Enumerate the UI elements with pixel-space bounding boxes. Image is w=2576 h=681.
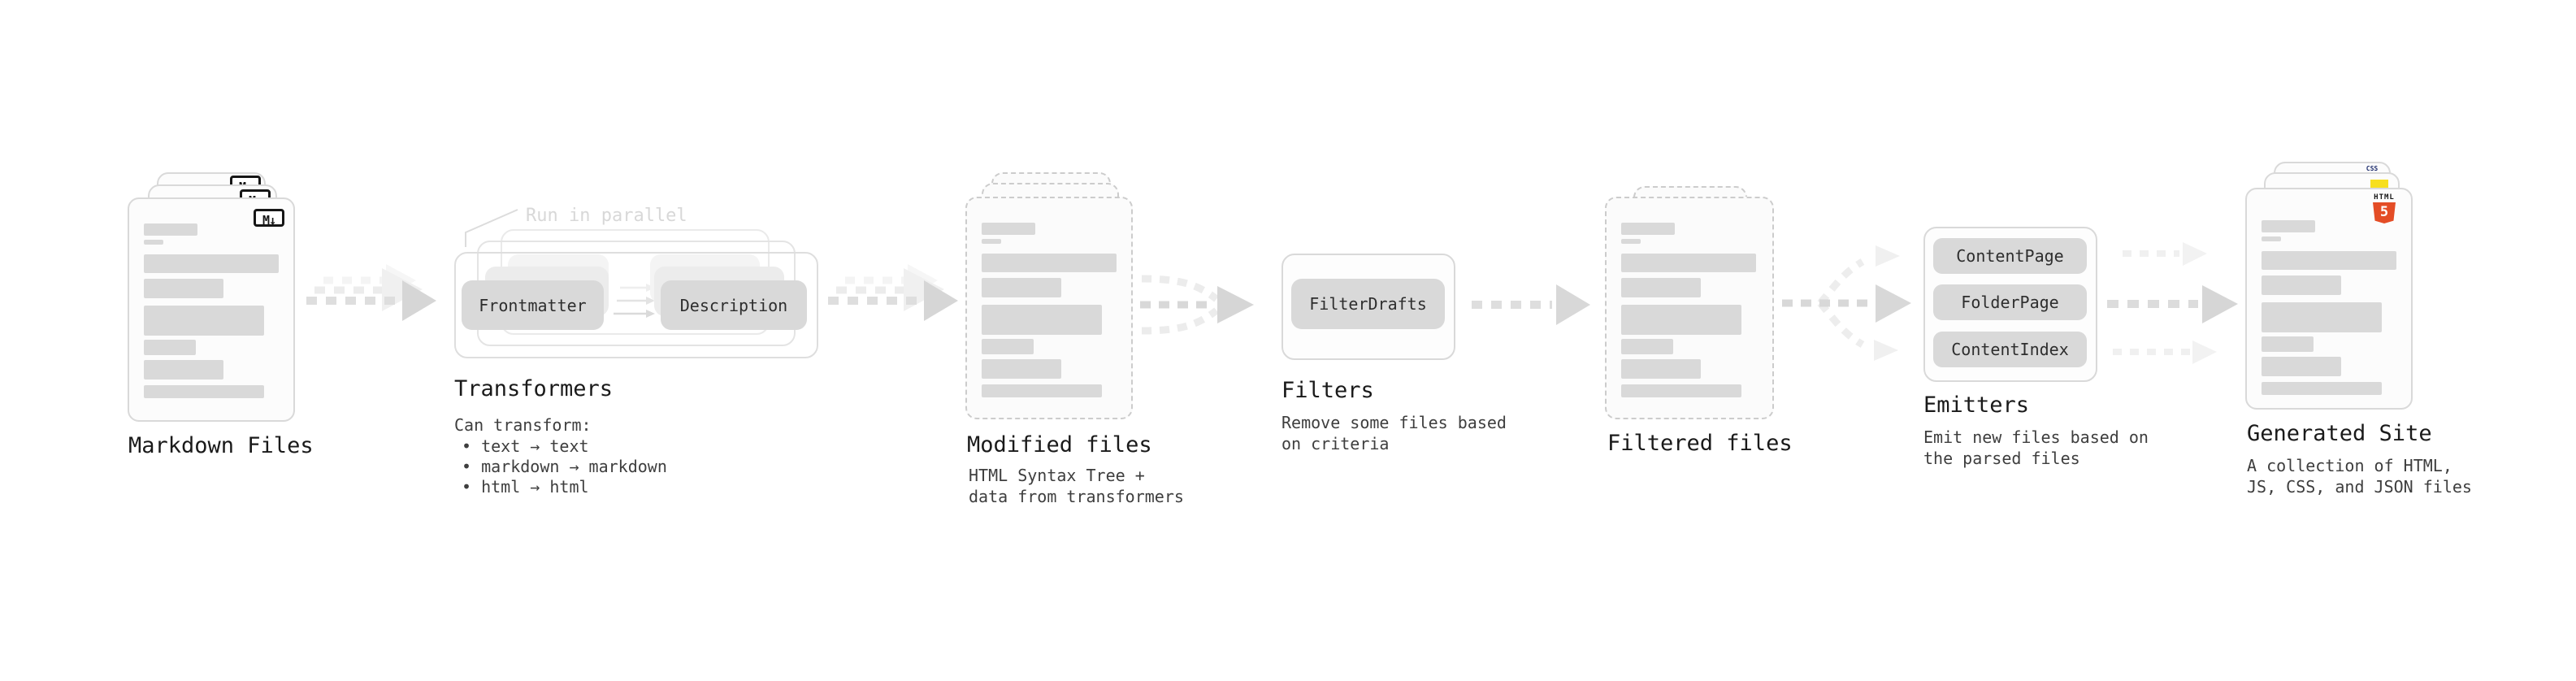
stage-description-line: the parsed files (1923, 449, 2080, 468)
stage-description-line: Emit new files based on (1923, 427, 2149, 447)
document-placeholder-lines (982, 223, 1117, 397)
stage-description: Remove some files based on criteria (1281, 412, 1507, 454)
stage-label: Markdown Files (128, 433, 314, 458)
stage-label: Generated Site (2247, 421, 2432, 446)
file-card (1605, 197, 1774, 419)
stage-label: Emitters (1923, 393, 2030, 418)
stage-label: Filters (1281, 378, 1374, 403)
bullet-line: • text → text (462, 436, 589, 456)
filter-pill-filterdrafts: FilterDrafts (1291, 279, 1445, 329)
stage-description: A collection of HTML, JS, CSS, and JSON … (2247, 455, 2472, 497)
stage-description-line: JS, CSS, and JSON files (2247, 477, 2472, 497)
parallel-annotation: Run in parallel (526, 206, 687, 226)
file-card (965, 197, 1133, 419)
document-placeholder-lines (2262, 220, 2396, 395)
parallel-run-outline (454, 252, 818, 358)
transform-bullets: • text → text • markdown → markdown • ht… (462, 436, 667, 497)
fanout-arrow-icon (1782, 245, 1911, 361)
html5-icon: HTML 5 (2366, 193, 2403, 226)
annotation-leader-line (465, 209, 518, 247)
transformer-pill-description: Description (661, 280, 807, 330)
flow-arrow-icon (1472, 284, 1590, 325)
markdown-icon: M↓ (254, 209, 284, 228)
emitter-pill-contentindex: ContentIndex (1933, 332, 2087, 367)
bullet-line: • html → html (462, 477, 589, 497)
flow-arrow-icon (828, 264, 958, 321)
converge-arrow-icon (1140, 275, 1254, 335)
stage-label: Modified files (967, 432, 1152, 458)
stage-label: Filtered files (1607, 431, 1793, 456)
transformer-pill-frontmatter: Frontmatter (462, 280, 604, 330)
bullet-line: • markdown → markdown (462, 457, 667, 476)
stage-description-line: A collection of HTML, (2247, 456, 2452, 475)
stage-description-line: on criteria (1281, 434, 1390, 453)
stage-description-line: Can transform: (454, 415, 592, 435)
emitter-output-arrows-icon (2107, 242, 2238, 364)
stage-description-line: data from transformers (969, 487, 1184, 506)
stage-label: Transformers (454, 376, 614, 401)
emitter-pill-folderpage: FolderPage (1933, 284, 2087, 320)
stage-description: Emit new files based on the parsed files (1923, 427, 2149, 469)
file-card: HTML 5 (2245, 188, 2413, 410)
stage-description: HTML Syntax Tree + data from transformer… (969, 465, 1184, 507)
stage-description-line: Remove some files based (1281, 413, 1507, 432)
document-placeholder-lines (144, 223, 279, 398)
file-card: M↓ (128, 197, 295, 422)
document-placeholder-lines (1621, 223, 1758, 397)
flow-arrow-icon (306, 264, 436, 321)
emitter-pill-contentpage: ContentPage (1933, 238, 2087, 274)
stage-description-line: HTML Syntax Tree + (969, 466, 1145, 485)
